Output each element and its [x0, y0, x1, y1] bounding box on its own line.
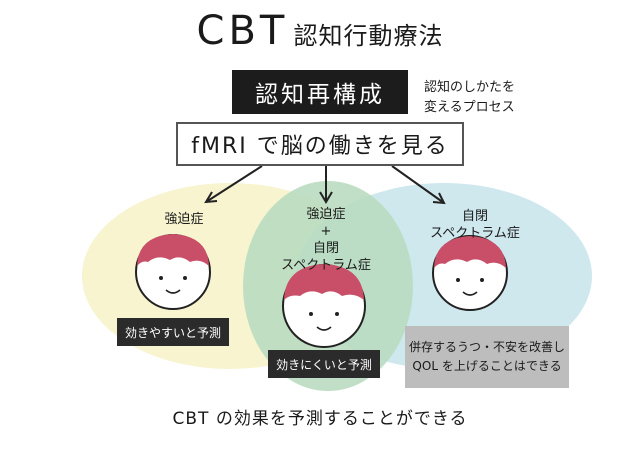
label-comorbid: 強迫症 + 自閉 スペクトラム症	[260, 206, 392, 274]
arrow-right	[391, 165, 445, 204]
brain-icon	[434, 236, 506, 268]
label-asd-line1: 自閉	[461, 209, 488, 224]
tag-less-effective: 効きにくいと予測	[268, 350, 380, 378]
label-comorbid-line3: スペクトラム症	[281, 258, 371, 273]
label-comorbid-line1: 強迫症	[306, 207, 346, 222]
label-comorbid-line2: 自閉	[312, 241, 339, 256]
title-japanese: 認知行動療法	[293, 22, 444, 50]
side-note-line2: 変えるプロセス	[424, 100, 515, 115]
arrow-center-head	[319, 191, 333, 204]
title-cbt: CBT	[196, 8, 289, 54]
side-note: 認知のしかたを 変えるプロセス	[424, 78, 554, 118]
arrow-left-head	[204, 191, 218, 204]
tag-likely-effective: 効きやすいと予測	[117, 318, 229, 346]
label-ocd: 強迫症	[164, 212, 204, 227]
fmri-box: fMRI で脳の働きを見る	[176, 122, 464, 166]
head-ocd	[135, 234, 211, 310]
comorbidity-note-box: 併存するうつ・不安を改善し QOL を上げることはできる	[405, 326, 569, 388]
comorbidity-note-line2: QOL を上げることはできる	[412, 359, 562, 373]
label-asd: 自閉 スペクトラム症	[410, 208, 540, 242]
arrow-left	[205, 165, 263, 203]
comorbidity-note-line1: 併存するうつ・不安を改善し	[408, 340, 565, 354]
head-asd	[432, 235, 508, 311]
brain-icon	[284, 264, 364, 300]
side-note-line1: 認知のしかたを	[424, 80, 516, 95]
arrows	[204, 165, 446, 205]
brain-icon	[137, 234, 209, 266]
footer-caption: CBT の効果を予測することができる	[172, 409, 468, 429]
arrow-right-head	[432, 192, 446, 205]
cognitive-restructuring-box: 認知再構成	[232, 70, 408, 114]
page-title: CBT 認知行動療法	[0, 8, 640, 54]
label-comorbid-plus: +	[320, 224, 332, 239]
label-asd-line2: スペクトラム症	[430, 226, 520, 241]
head-both	[282, 264, 366, 348]
